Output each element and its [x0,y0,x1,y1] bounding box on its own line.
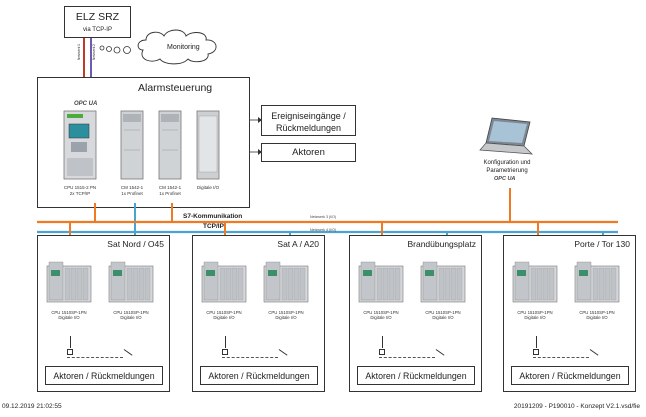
elz-srz-title: ELZ SRZ [75,11,120,23]
plc-icon-b [108,261,154,303]
lamp-icon [533,349,539,355]
cpu-1515-icon [63,110,97,180]
plc-icon-b [574,261,620,303]
ereigniseingaenge-line1: Ereigniseingänge / [271,111,346,121]
lamp-icon [379,349,385,355]
station-title: Porte / Tor 130 [573,239,631,249]
laptop-label-1: Konfiguration und [483,160,531,166]
net3-label: Netzwerk 3 (I/O) [310,215,337,219]
module-label-4: Digitale I/O [196,185,220,190]
switch-icon [589,349,599,356]
cm-1542-icon-2 [158,110,182,180]
net4-label: Netzwerk 4 (I/O) [310,228,337,232]
actuators-box: Aktoren / Rückmeldungen [511,366,629,385]
wiring [533,357,589,358]
arrows-right [250,117,262,155]
s7-label: S7-Kommunikation [183,213,243,220]
elz-srz-subtitle: via TCP-IP [83,27,112,33]
switch-icon [435,349,445,356]
drop-line [382,336,383,348]
lamp-icon [67,349,73,355]
ereigniseingaenge-line2: Rückmeldungen [275,123,342,133]
plc-icon-a [358,261,404,303]
laptop-opcua-logo: OPC UA [494,176,516,182]
plc-icon-a [512,261,558,303]
opcua-logo: OPC UA [74,101,98,107]
aktoren-label: Aktoren [292,147,325,158]
station-title: Sat A / A20 [276,239,320,249]
wiring [379,357,435,358]
wiring [67,357,123,358]
alarmsteuerung-title: Alarmsteuerung [138,82,213,94]
digital-io-icon [196,110,220,180]
link-red [83,38,85,83]
laptop-icon [479,117,534,155]
switch-icon [123,349,133,356]
elz-srz-box: ELZ SRZ via TCP-IP [64,6,131,38]
station-title: Sat Nord / O45 [106,239,165,249]
laptop-label-2: Parametrierung [486,168,528,174]
link-purple [90,38,92,83]
footer-date: 09.12.2019 21:02:55 [2,403,62,410]
drop-line [225,336,226,348]
footer-doc: 20191209 - P190010 - Konzept V2.1.vsd/fi… [513,403,640,410]
actuators-box: Aktoren / Rückmeldungen [200,366,318,385]
ereigniseingaenge-box: Ereigniseingänge / Rückmeldungen [261,105,356,136]
tcp-label: TCP/IP [203,223,224,230]
lamp-icon [222,349,228,355]
plc-icon-b [420,261,466,303]
monitoring-label: Monitoring [167,44,200,51]
station-title: Brandübungsplatz [406,239,477,249]
monitoring-cloud [99,29,217,65]
plc-icon-a [46,261,92,303]
actuators-box: Aktoren / Rückmeldungen [45,366,163,385]
aktoren-box: Aktoren [261,143,356,162]
plc-icon-b [263,261,309,303]
wiring [222,357,278,358]
plc-icon-a [201,261,247,303]
cm-1542-icon-1 [120,110,144,180]
switch-icon [278,349,288,356]
drop-line [70,336,71,348]
actuators-box: Aktoren / Rückmeldungen [357,366,475,385]
drop-line [536,336,537,348]
